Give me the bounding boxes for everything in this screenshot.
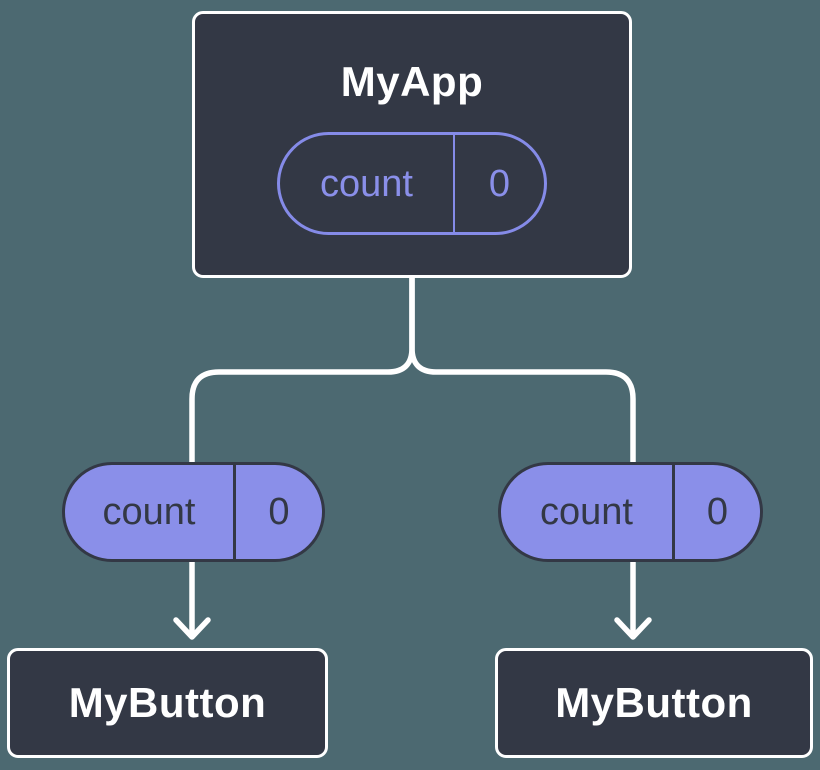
prop-pill-divider	[233, 465, 236, 559]
prop-value-right: 0	[706, 491, 729, 533]
node-mybutton-left-label: MyButton	[68, 678, 267, 726]
prop-name-right: count	[540, 491, 633, 533]
prop-value-left: 0	[268, 491, 290, 533]
node-myapp: MyApp count 0	[192, 11, 632, 278]
edge-root-to-left-child	[189, 274, 415, 636]
node-mybutton-right-label: MyButton	[555, 678, 753, 726]
prop-name-root: count	[320, 162, 413, 205]
arrowhead-left-icon	[173, 617, 211, 640]
node-myapp-label: MyApp	[340, 57, 484, 105]
prop-name-left: count	[102, 491, 196, 533]
prop-pill-root: count 0	[277, 132, 547, 236]
arrowhead-right-icon	[614, 617, 652, 640]
edge-root-to-right-child	[409, 274, 636, 636]
prop-pill-left: count 0	[62, 462, 325, 562]
prop-pill-divider	[672, 465, 675, 559]
prop-value-root: 0	[488, 162, 511, 205]
node-mybutton-right: MyButton	[495, 648, 813, 758]
prop-pill-right: count 0	[498, 462, 763, 562]
prop-pill-divider	[453, 135, 455, 233]
node-mybutton-left: MyButton	[7, 648, 328, 758]
